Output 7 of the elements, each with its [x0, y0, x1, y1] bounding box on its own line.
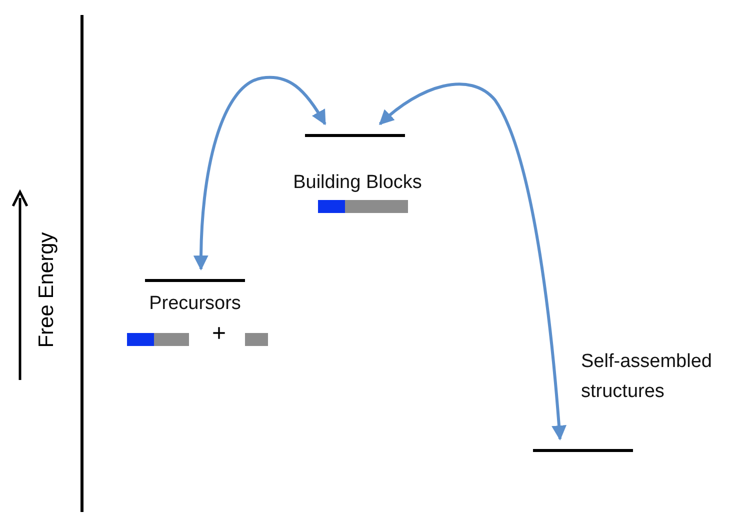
plus-sign: +: [212, 321, 226, 347]
level-label: Precursors: [148, 292, 242, 316]
level-label: Building Blocks: [292, 171, 423, 195]
curved-arrow: [378, 82, 566, 440]
level-label: Self-assembled structures: [581, 350, 713, 404]
curved-arrow: [194, 76, 326, 270]
axis-label: Free Energy: [34, 231, 59, 350]
